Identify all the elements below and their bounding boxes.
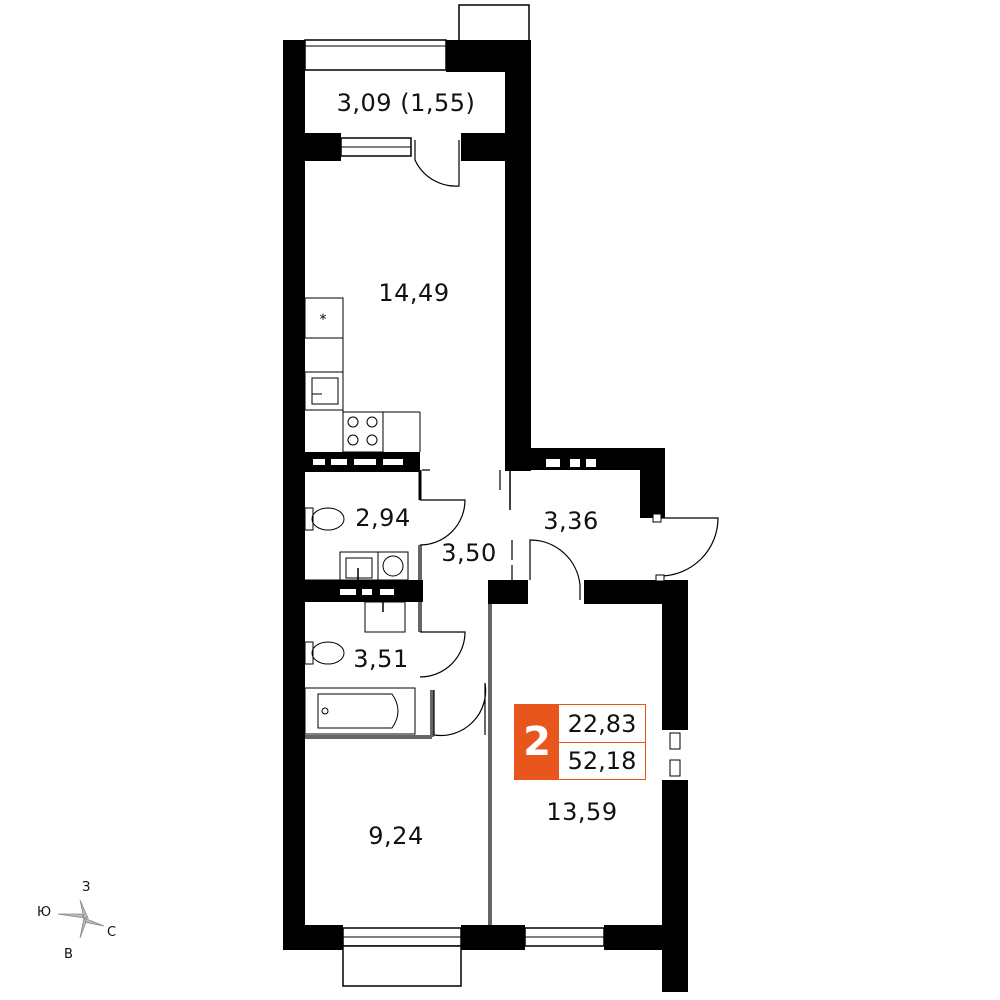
room-wc1-area: 2,94 — [355, 504, 411, 532]
total-area: 52,18 — [567, 746, 637, 775]
svg-text:*: * — [320, 312, 327, 328]
room-bedroom-large-area: 13,59 — [546, 798, 618, 826]
toilet-2 — [304, 641, 345, 665]
toilet-1 — [304, 507, 345, 531]
compass-rose — [57, 899, 105, 939]
bathtub — [304, 687, 416, 735]
room-bedroom-small-area: 9,24 — [368, 822, 424, 850]
bath-sink — [364, 601, 406, 633]
summary-badge: 2 22,83 52,18 — [514, 704, 646, 780]
compass-north: З — [82, 880, 91, 895]
compass-south: В — [64, 947, 73, 962]
sink-washer — [305, 551, 409, 581]
balcony-bottom — [342, 945, 462, 987]
room-balcony-area: 3,09 (1,55) — [336, 89, 476, 117]
balcony-frame — [458, 4, 530, 42]
balcony-window — [304, 39, 447, 71]
compass-west: Ю — [37, 905, 52, 920]
room-hall-area: 3,50 — [441, 539, 497, 567]
room-bath-area: 3,51 — [353, 645, 409, 673]
room-entry-area: 3,36 — [543, 507, 599, 535]
living-area: 22,83 — [559, 705, 645, 743]
walls — [283, 40, 688, 992]
room-kitchen-area: 14,49 — [378, 279, 450, 307]
rooms-count: 2 — [515, 705, 559, 779]
kitchen-counter — [304, 297, 421, 453]
compass-east: С — [107, 925, 117, 940]
